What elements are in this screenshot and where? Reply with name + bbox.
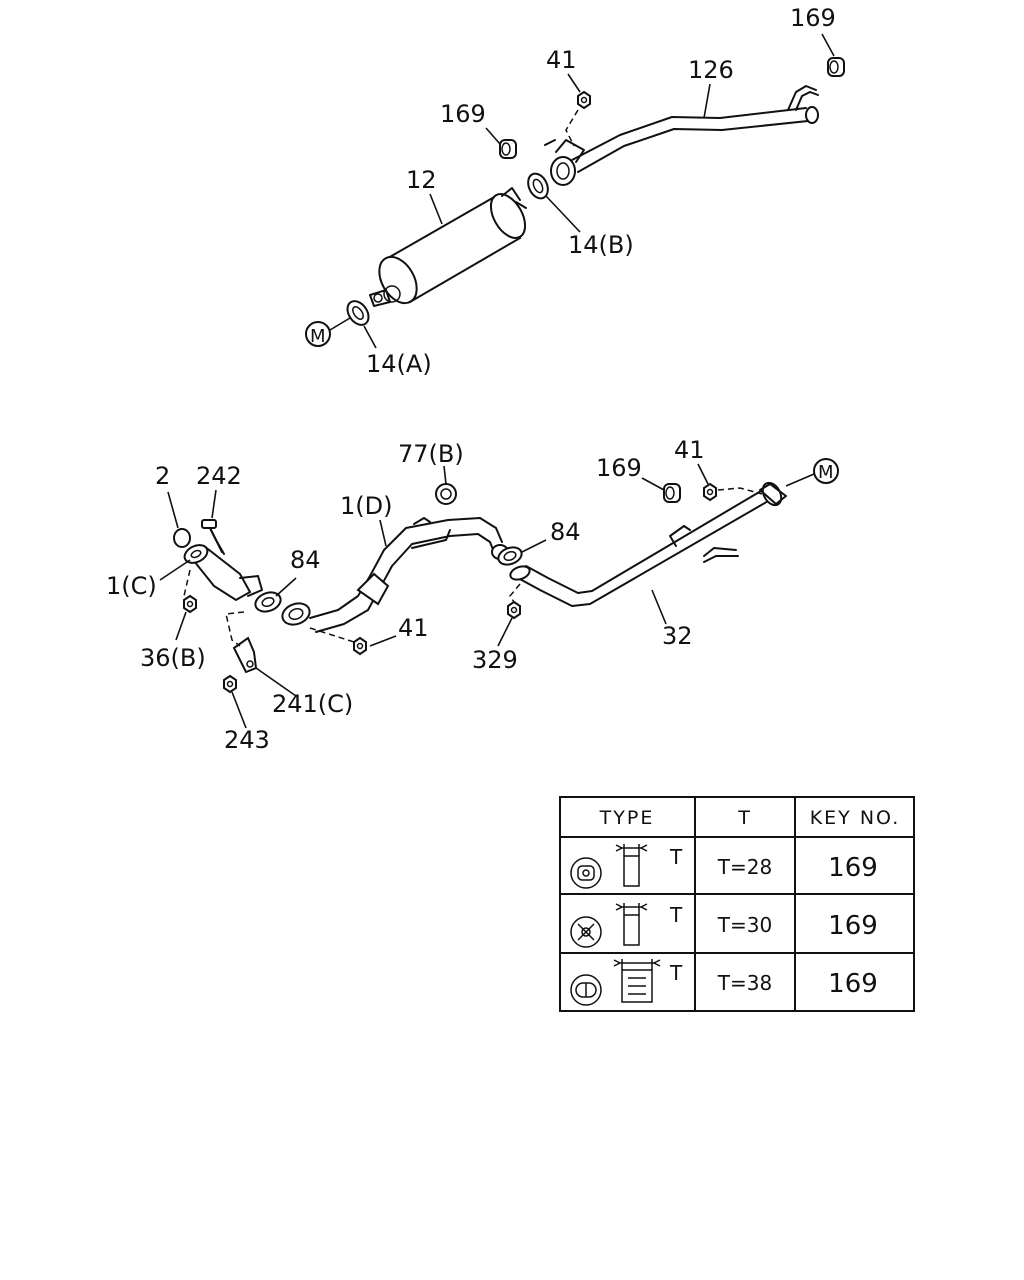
table-cell-t: T=28 [717, 855, 772, 879]
mount-rubber-type-table: TYPE T KEY NO. T T=28 169 [559, 796, 915, 1012]
table-dim-t: T [669, 961, 683, 985]
center-pipe-1d [281, 517, 509, 633]
table-row: T T=28 169 [570, 844, 878, 889]
callout-12: 12 [406, 166, 437, 194]
exhaust-pipe-1c [183, 523, 263, 602]
table-dim-t: T [669, 903, 683, 927]
mount-rubber-169-low [663, 483, 681, 503]
nut-41-low [353, 636, 367, 656]
callout-41-top: 41 [546, 46, 577, 74]
mount-rubber-type-2-icon [570, 903, 648, 948]
table-dim-t: T [669, 845, 683, 869]
ring-2 [173, 528, 191, 548]
mount-rubber-169-mid [499, 139, 517, 159]
connector-m-low-icon [813, 458, 839, 484]
connector-m-top-label: M [310, 326, 326, 347]
nut-329 [507, 600, 521, 620]
connector-m-top-icon [305, 321, 331, 347]
table-header-t: T [737, 807, 752, 829]
callout-126: 126 [688, 56, 734, 84]
table-row: T T=38 169 [570, 959, 878, 1006]
mount-rubber-type-1-icon [570, 844, 648, 889]
callout-41-low-right: 41 [674, 436, 705, 464]
table-header-type: TYPE [599, 807, 655, 829]
callout-2: 2 [155, 462, 170, 490]
callout-241c: 241(C) [272, 690, 353, 718]
table-cell-key: 169 [828, 969, 878, 999]
gasket-14a [346, 300, 370, 326]
callout-329: 329 [472, 646, 518, 674]
gasket-14b [527, 172, 549, 200]
callout-242: 242 [196, 462, 242, 490]
upper-assembly: 169 41 126 169 12 14(B) 14(A) M [305, 4, 845, 378]
mount-rubber-169-top [827, 57, 845, 77]
muffler-12 [369, 187, 527, 307]
callout-36b: 36(B) [140, 644, 206, 672]
rubber-77b [435, 483, 457, 505]
callout-77b: 77(B) [398, 440, 464, 468]
table-cell-t: T=30 [717, 913, 772, 937]
callout-243: 243 [224, 726, 270, 754]
table-header-key-no: KEY NO. [810, 807, 901, 829]
callout-41-low: 41 [398, 614, 429, 642]
front-pipe-32 [509, 481, 787, 607]
callout-1d: 1(D) [340, 492, 392, 520]
lower-assembly: 77(B) 2 242 1(D) 84 84 169 41 M 1(C) 36(… [106, 436, 839, 754]
nut-41-top [577, 90, 591, 110]
callout-14a: 14(A) [366, 350, 432, 378]
tail-pipe-126 [544, 85, 819, 186]
callout-1c: 1(C) [106, 572, 157, 600]
callout-169-top: 169 [790, 4, 836, 32]
table-cell-key: 169 [828, 853, 878, 883]
table-cell-key: 169 [828, 911, 878, 941]
callout-32: 32 [662, 622, 693, 650]
gasket-84-left [254, 591, 282, 613]
nut-36b [183, 594, 197, 614]
bolt-242 [201, 519, 223, 553]
nut-41-low-right [703, 482, 717, 502]
callout-84-left: 84 [290, 546, 321, 574]
callout-169-low: 169 [596, 454, 642, 482]
callout-84-right: 84 [550, 518, 581, 546]
callout-14b: 14(B) [568, 231, 634, 259]
gasket-84-right [497, 546, 523, 566]
callout-169-mid: 169 [440, 100, 486, 128]
connector-m-low-label: M [818, 462, 834, 483]
nut-243 [223, 674, 237, 694]
mount-rubber-type-3-icon [570, 959, 661, 1006]
table-row: T T=30 169 [570, 903, 878, 948]
table-cell-t: T=38 [717, 971, 772, 995]
